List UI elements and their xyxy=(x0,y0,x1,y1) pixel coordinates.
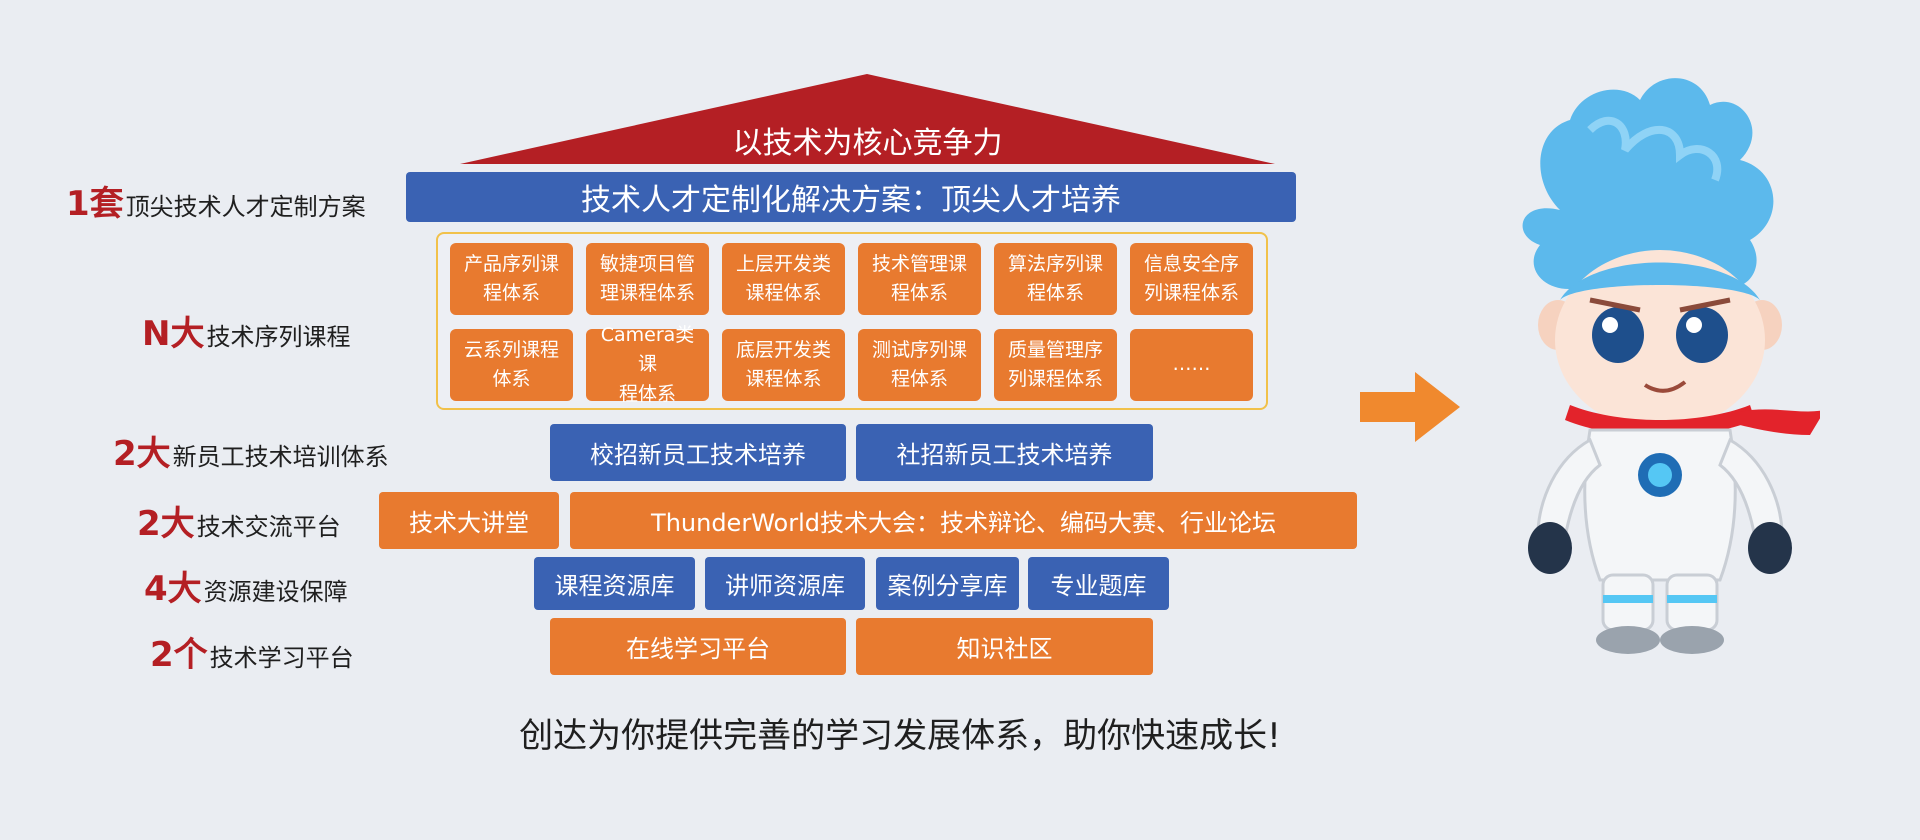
course-item: 算法序列课 程体系 xyxy=(994,243,1117,315)
roof-triangle xyxy=(460,74,1275,164)
label-row-4: 2大 技术交流平台 xyxy=(137,496,341,545)
label-count: 4大 xyxy=(144,569,202,609)
roof-title: 以技术为核心竞争力 xyxy=(732,126,1003,161)
label-row-5: 4大 资源建设保障 xyxy=(144,561,348,610)
course-item: Camera类课 程体系 xyxy=(586,324,709,405)
label-count: 2个 xyxy=(150,635,208,675)
label-text: 顶尖技术人才定制方案 xyxy=(125,193,366,221)
course-item: 技术管理课 程体系 xyxy=(858,243,981,315)
resource-lecturer-library: 讲师资源库 xyxy=(705,557,865,610)
label-text: 资源建设保障 xyxy=(203,578,348,606)
course-item: …… xyxy=(1130,329,1253,401)
label-text: 技术序列课程 xyxy=(206,323,351,351)
label-count: 2大 xyxy=(113,434,171,474)
exchange-lecture-hall: 技术大讲堂 xyxy=(379,492,559,549)
label-text: 新员工技术培训体系 xyxy=(172,443,389,471)
mascot-image xyxy=(1522,78,1820,654)
exchange-conference: ThunderWorld技术大会：技术辩论、编码大赛、行业论坛 xyxy=(570,492,1357,549)
arrow-right-icon xyxy=(1360,372,1460,442)
resource-question-bank: 专业题库 xyxy=(1028,557,1169,610)
label-row-6: 2个 技术学习平台 xyxy=(150,627,354,676)
new-staff-campus: 校招新员工技术培养 xyxy=(550,424,846,481)
course-item: 云系列课程 体系 xyxy=(450,329,573,401)
course-item: 敏捷项目管 理课程体系 xyxy=(586,243,709,315)
label-count: 1套 xyxy=(66,184,124,224)
label-row-2: N大 技术序列课程 xyxy=(142,306,350,355)
label-text: 技术学习平台 xyxy=(209,644,354,672)
top-solution-band: 技术人才定制化解决方案：顶尖人才培养 xyxy=(406,172,1296,222)
slogan: 创达为你提供完善的学习发展体系，助你快速成长! xyxy=(519,716,1281,756)
label-row-1: 1套 顶尖技术人才定制方案 xyxy=(66,176,366,225)
course-item: 产品序列课 程体系 xyxy=(450,243,573,315)
label-row-3: 2大 新员工技术培训体系 xyxy=(113,426,389,475)
label-count: N大 xyxy=(142,314,205,354)
resource-course-library: 课程资源库 xyxy=(534,557,695,610)
course-item: 信息安全序 列课程体系 xyxy=(1130,243,1253,315)
course-item: 底层开发类 课程体系 xyxy=(722,329,845,401)
platform-knowledge-community: 知识社区 xyxy=(856,618,1153,675)
course-item: 质量管理序 列课程体系 xyxy=(994,329,1117,401)
course-item: 上层开发类 课程体系 xyxy=(722,243,845,315)
course-item: 测试序列课 程体系 xyxy=(858,329,981,401)
new-staff-social: 社招新员工技术培养 xyxy=(856,424,1153,481)
resource-case-library: 案例分享库 xyxy=(876,557,1019,610)
course-frame xyxy=(436,232,1268,410)
label-count: 2大 xyxy=(137,504,195,544)
platform-online-learning: 在线学习平台 xyxy=(550,618,846,675)
label-text: 技术交流平台 xyxy=(196,513,341,541)
